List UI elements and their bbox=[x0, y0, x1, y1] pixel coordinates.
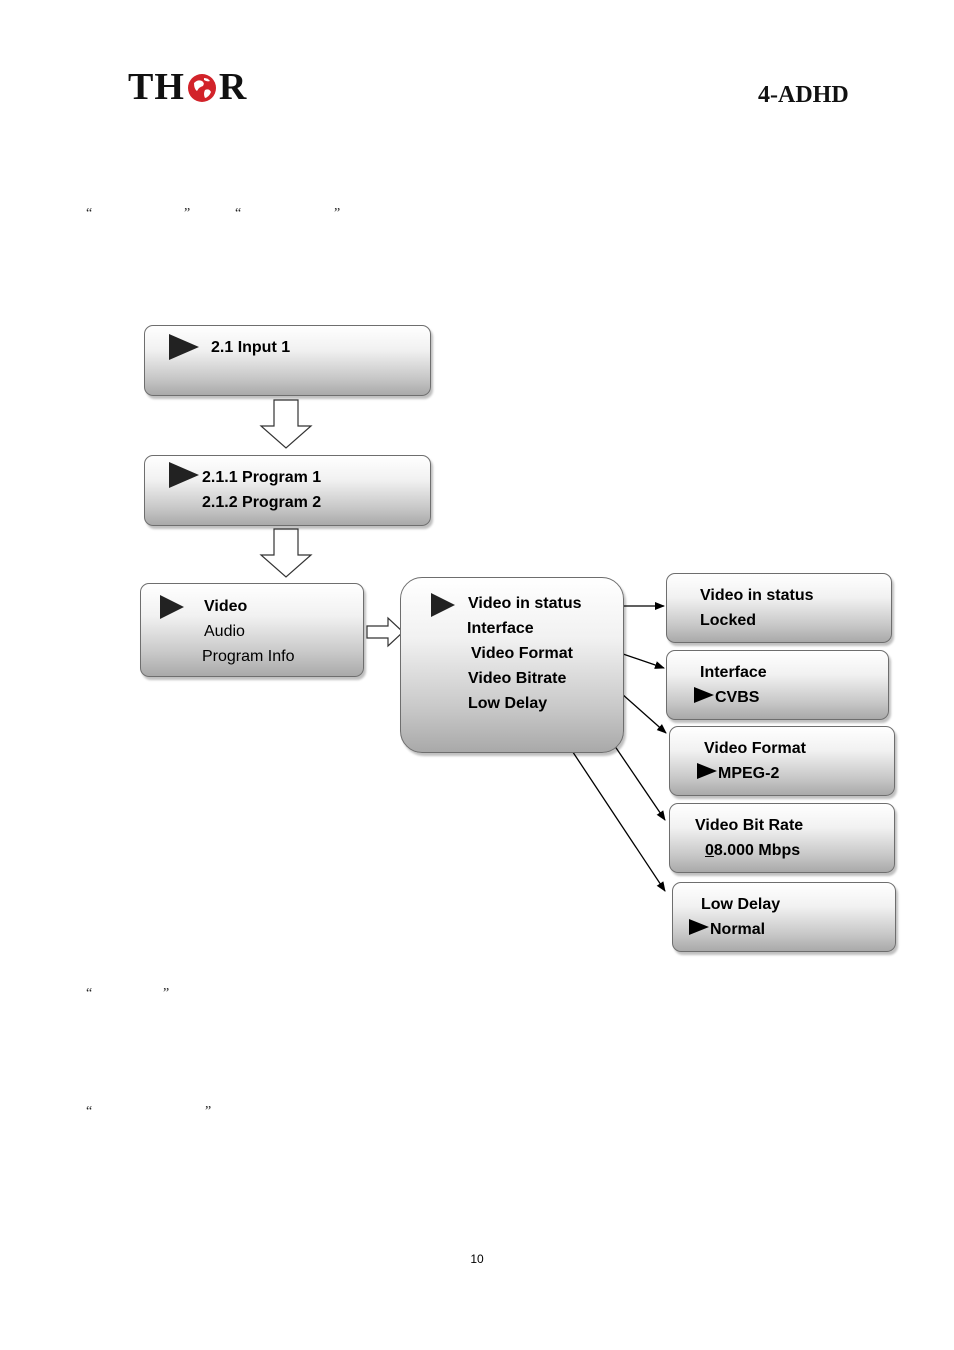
interface-value: CVBS bbox=[715, 689, 760, 706]
video-menu-box: Video in status Interface Video Format V… bbox=[400, 577, 624, 753]
video-format-title: Video Format bbox=[704, 740, 806, 757]
quote-mark: ” bbox=[184, 206, 191, 221]
selection-arrow-icon bbox=[169, 334, 199, 360]
program-item: 2.1.1 Program 1 bbox=[202, 469, 322, 486]
video-bitrate-title: Video Bit Rate bbox=[695, 817, 804, 834]
selection-arrow-icon bbox=[431, 593, 455, 617]
video-format-box: Video Format MPEG-2 bbox=[669, 726, 895, 796]
category-item-program-info: Program Info bbox=[202, 648, 295, 665]
quote-mark: “ bbox=[86, 986, 93, 1001]
program-menu-box: 2.1.1 Program 1 2.1.2 Program 2 bbox=[144, 455, 431, 526]
thor-logo: TH R bbox=[128, 68, 247, 106]
down-arrow-1 bbox=[259, 399, 313, 449]
video-status-title: Video in status bbox=[700, 587, 814, 604]
video-menu-item: Video in status bbox=[468, 595, 582, 612]
selection-arrow-icon bbox=[160, 595, 184, 619]
video-status-value: Locked bbox=[700, 612, 757, 629]
selection-arrow-icon bbox=[169, 462, 199, 488]
low-delay-title: Low Delay bbox=[701, 896, 781, 913]
category-menu-box: Video Audio Program Info bbox=[140, 583, 364, 677]
quote-mark: ” bbox=[205, 1104, 212, 1119]
value-pointer-icon bbox=[689, 919, 709, 935]
quote-mark: “ bbox=[86, 1104, 93, 1119]
quote-mark: ” bbox=[163, 986, 170, 1001]
interface-title: Interface bbox=[700, 664, 767, 681]
video-bitrate-box: Video Bit Rate 08.000 Mbps bbox=[669, 803, 895, 873]
model-name: 4-ADHD bbox=[758, 82, 849, 108]
video-status-box: Video in status Locked bbox=[666, 573, 892, 643]
video-menu-item: Low Delay bbox=[468, 695, 548, 712]
page-number: 10 bbox=[470, 1252, 484, 1266]
video-menu-item: Video Bitrate bbox=[468, 670, 567, 687]
input-label: 2.1 Input 1 bbox=[211, 339, 291, 356]
logo-text-end: R bbox=[218, 66, 248, 108]
video-bitrate-value: 08.000 Mbps bbox=[705, 841, 800, 861]
low-delay-value: Normal bbox=[710, 921, 766, 938]
right-arrow bbox=[366, 616, 404, 648]
bitrate-value-rest: 8.000 Mbps bbox=[713, 842, 801, 859]
video-menu-item: Interface bbox=[467, 620, 534, 637]
interface-box: Interface CVBS bbox=[666, 650, 889, 720]
logo-text-start: TH bbox=[128, 66, 185, 108]
quote-mark: “ bbox=[235, 206, 242, 221]
bitrate-cursor-digit: 0 bbox=[705, 842, 714, 859]
quote-mark: “ bbox=[86, 206, 93, 221]
down-arrow-2 bbox=[259, 528, 313, 578]
low-delay-box: Low Delay Normal bbox=[672, 882, 896, 952]
video-menu-item: Video Format bbox=[471, 645, 573, 662]
program-item: 2.1.2 Program 2 bbox=[202, 494, 322, 511]
globe-icon bbox=[187, 72, 217, 102]
video-format-value: MPEG-2 bbox=[718, 765, 780, 782]
category-item-video: Video bbox=[204, 598, 248, 615]
value-pointer-icon bbox=[697, 763, 717, 779]
quote-mark: ” bbox=[334, 206, 341, 221]
value-pointer-icon bbox=[694, 687, 714, 703]
input-menu-box: 2.1 Input 1 bbox=[144, 325, 431, 396]
category-item-audio: Audio bbox=[204, 623, 245, 640]
